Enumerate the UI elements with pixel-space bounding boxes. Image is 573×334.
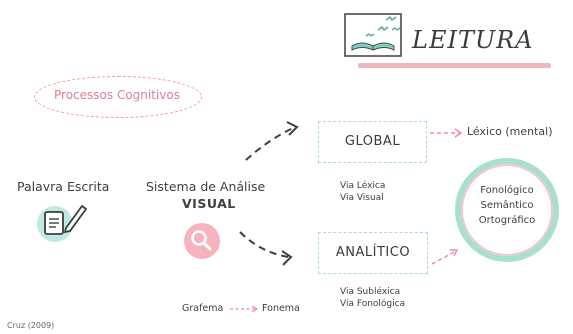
title-underline (358, 63, 551, 68)
notepad-pencil-icon (37, 204, 88, 242)
processes-ring (455, 158, 559, 262)
oval-label: Processos Cognitivos (54, 88, 180, 102)
arrow-to-global (245, 121, 299, 161)
analitico-routes: Via Subléxica Via Fonológica (340, 286, 405, 310)
process-ortografico: Ortográfico (478, 215, 536, 226)
global-label: GLOBAL (344, 134, 401, 149)
process-semantico: Semântico (480, 200, 534, 211)
magnifier-icon (184, 223, 220, 259)
analitico-label: ANALÍTICO (335, 245, 411, 260)
global-box: GLOBAL (318, 121, 427, 163)
arrow-to-lexico (430, 128, 463, 138)
citation: Cruz (2009) (7, 321, 55, 330)
analitico-box: ANALÍTICO (318, 232, 428, 274)
arrow-grafema-fonema (230, 305, 259, 313)
birds-book-icon (344, 13, 402, 57)
processes-list: Fonológico Semântico Ortográfico (455, 183, 559, 228)
process-fonologico: Fonológico (480, 185, 534, 196)
system-label-line1: Sistema de Análise (146, 179, 266, 194)
fonema-label: Fonema (262, 303, 300, 314)
route-visual: Via Visual (340, 193, 384, 203)
page-title: LEITURA (412, 26, 534, 54)
arrow-to-analitico (239, 231, 293, 266)
processes-oval (34, 76, 202, 118)
global-routes: Via Léxica Via Visual (340, 180, 385, 204)
input-label: Palavra Escrita (17, 179, 110, 194)
route-lexica: Via Léxica (340, 181, 386, 191)
lexico-label: Léxico (mental) (467, 125, 553, 138)
route-fonologica: Via Fonológica (340, 299, 406, 309)
arrow-to-processes (431, 249, 459, 265)
grafema-label: Grafema (182, 303, 224, 314)
system-label-line2: VISUAL (182, 196, 236, 211)
route-sublexica: Via Subléxica (340, 287, 401, 297)
